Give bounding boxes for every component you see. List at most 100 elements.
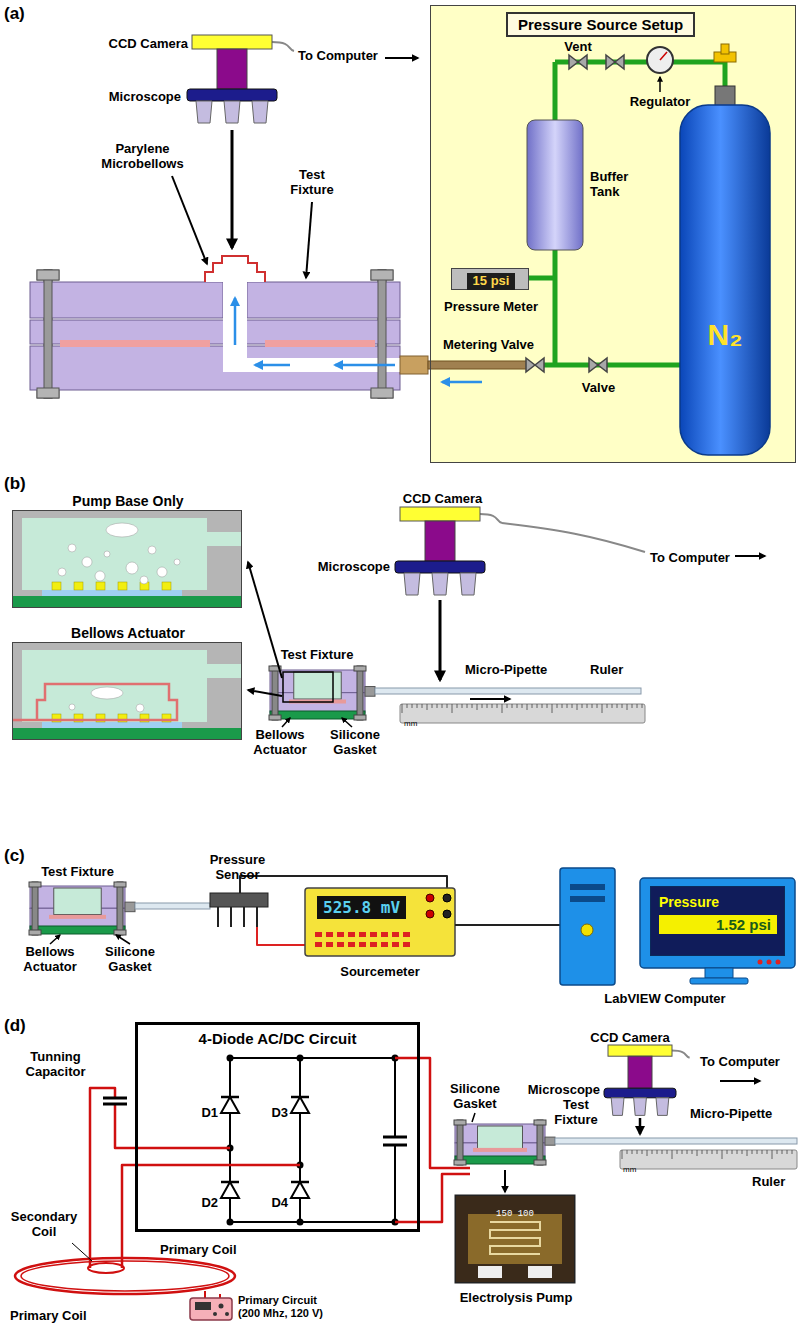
shape [42, 590, 182, 596]
shape [577, 704, 578, 710]
shape [217, 907, 219, 927]
shape [647, 1150, 648, 1156]
shape [205, 256, 265, 282]
shape [122, 1165, 300, 1268]
text-slot: Pressure Meter [436, 297, 546, 315]
shape [12, 510, 242, 608]
shape [252, 101, 268, 123]
shape [672, 1150, 673, 1159]
part-label: mm [623, 1165, 636, 1174]
shape [490, 1222, 540, 1254]
label-slot: Ruler [752, 1172, 797, 1190]
label-slot: Silicone Gasket [95, 945, 165, 975]
shape [12, 596, 242, 608]
shape [582, 704, 583, 708]
label-slot: Test Fixture [548, 1098, 604, 1128]
shape [294, 672, 342, 699]
shape [227, 1055, 234, 1062]
shape [442, 704, 443, 708]
shape [527, 704, 528, 710]
shape [96, 582, 105, 590]
shape [72, 1243, 92, 1261]
shape [497, 704, 498, 708]
shape [348, 932, 355, 937]
shape [712, 1150, 713, 1154]
shape [682, 1150, 683, 1154]
shape [269, 715, 281, 720]
shape [454, 1160, 466, 1165]
shape [717, 1150, 718, 1154]
shape [326, 942, 333, 947]
shape [297, 1055, 304, 1062]
label-slot: To Computer [700, 1052, 795, 1070]
shape [432, 704, 433, 708]
shape [354, 666, 366, 671]
shape [30, 926, 125, 934]
shape [426, 894, 434, 902]
shape [767, 1150, 768, 1154]
node-text: 150 100 [496, 1209, 534, 1219]
shape [359, 942, 366, 947]
shape [29, 930, 41, 935]
shape [477, 704, 478, 710]
node-text: 15 psi [467, 273, 516, 290]
shape [157, 567, 167, 577]
shape [291, 1182, 309, 1198]
label-slot: (c) [4, 846, 34, 866]
shape [135, 903, 210, 909]
text-slot: Pump Base Only [13, 492, 243, 510]
shape [248, 690, 282, 696]
shape [404, 573, 420, 595]
text-slot: 1.52 psi [659, 915, 777, 934]
shape [12, 642, 242, 740]
node-text: Sourcemeter [340, 965, 419, 980]
part-label: Micro-Pipette [690, 1107, 772, 1122]
label-slot: Test Fixture [25, 862, 130, 880]
shape [219, 1304, 224, 1309]
shape [15, 1258, 235, 1294]
shape [106, 523, 138, 537]
shape [543, 363, 680, 368]
text-slot: Pressure [659, 893, 719, 911]
shape [443, 894, 451, 902]
shape [455, 1156, 545, 1164]
shape [272, 42, 294, 51]
node-text: Bellows Actuator [71, 625, 185, 641]
part-label: Valve [582, 381, 615, 396]
label-slot: D1 [192, 1103, 218, 1121]
label-slot: CCD Camera [395, 489, 490, 507]
label-slot: Test Fixture [282, 168, 342, 198]
label-slot: mm [404, 712, 424, 730]
shape [400, 507, 480, 521]
shape [69, 704, 75, 710]
shape [174, 559, 180, 565]
label-slot: mm [623, 1158, 643, 1176]
text-slot: 525.8 mV [317, 896, 406, 919]
shape [632, 704, 633, 708]
node-text: Pressure Meter [444, 300, 538, 315]
part-label: Microscope [109, 90, 181, 105]
part-label: Primary Coil [160, 1243, 237, 1258]
shape [660, 52, 667, 60]
shape [570, 884, 605, 890]
shape [567, 704, 568, 708]
shape [403, 932, 410, 937]
shape [430, 5, 796, 463]
label-slot: To Computer [298, 46, 388, 64]
shape [502, 704, 503, 713]
shape [407, 704, 408, 708]
shape [687, 1150, 688, 1154]
pressure-meter: 15 psiPressure Meter [451, 268, 529, 290]
shape [395, 561, 485, 573]
shape [454, 1120, 466, 1125]
shape [54, 888, 102, 915]
shape [103, 1103, 127, 1106]
shape [315, 932, 322, 937]
shape [272, 666, 278, 720]
part-label: Tunning Capacitor [8, 1050, 103, 1080]
shape [597, 704, 598, 708]
sourcemeter: 525.8 mVSourcemeter [305, 888, 455, 956]
shape [532, 704, 533, 708]
